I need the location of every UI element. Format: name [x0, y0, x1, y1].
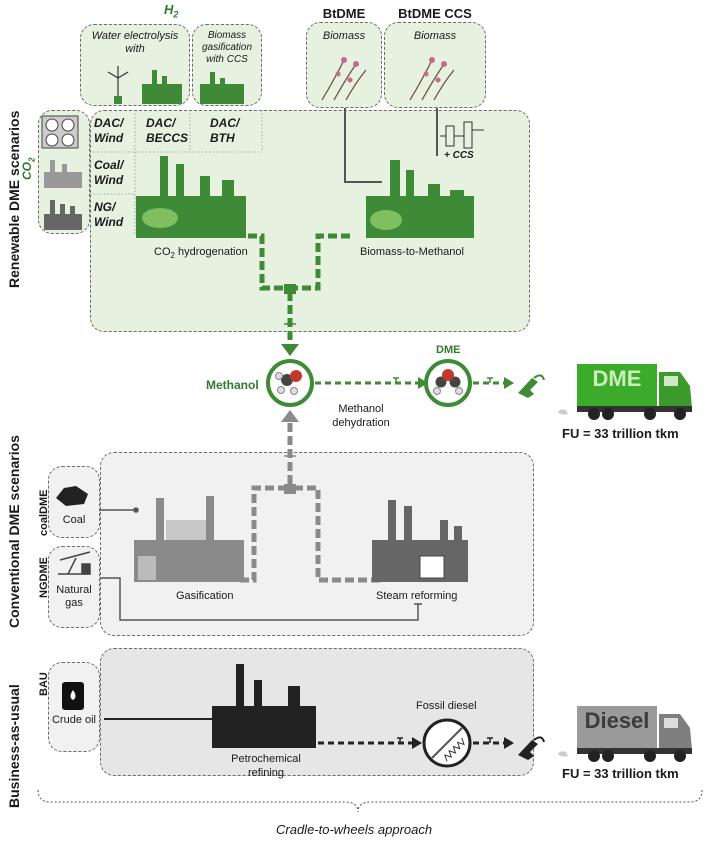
btdme-title: BtDME	[322, 6, 366, 21]
ccs-schematic-icon	[440, 121, 484, 149]
valve-icon	[393, 377, 493, 383]
natural-gas-source-box	[48, 546, 100, 628]
btdme-ccs-title: BtDME CCS	[398, 6, 472, 21]
dme-truck-icon	[558, 364, 692, 420]
scenario-ng-wind: NG/ Wind	[94, 200, 124, 229]
biogas-plant-icon	[142, 70, 244, 104]
dme-circle	[424, 359, 472, 407]
turbine-base-icon	[114, 96, 122, 104]
fuel-nozzle-icon-green	[518, 374, 545, 398]
oil-pump-jack-icon	[58, 551, 91, 575]
co2-label: CO2	[20, 157, 37, 180]
arrow-down-icon	[281, 344, 299, 356]
fu-top: FU = 33 trillion tkm	[562, 426, 679, 441]
biomass-icon	[321, 59, 455, 101]
fuel-nozzle-icon-black	[518, 736, 545, 760]
h2-title: H2	[164, 2, 179, 20]
methanol-label: Methanol	[206, 378, 259, 392]
crude-oil-label: Crude oil	[51, 714, 97, 726]
dme-molecule-icon	[433, 369, 463, 395]
co2-hydrogenation-plant-icon	[136, 156, 246, 238]
btdme-biomass-label: Biomass	[322, 30, 366, 42]
petrochemical-refining-plant-icon	[212, 664, 316, 748]
ng-plant-icon	[44, 200, 82, 230]
fossil-diesel-label: Fossil diesel	[416, 700, 477, 712]
conventional-section-label: Conventional DME scenarios	[6, 435, 22, 628]
gasification-plant-icon	[134, 496, 244, 582]
steam-reforming-plant-icon	[372, 500, 468, 582]
petrochemical-refining-label: Petrochemical refining	[231, 753, 301, 779]
biomass-to-methanol-label: Biomass-to-Methanol	[360, 246, 464, 258]
cradle-to-wheels-label: Cradle-to-wheels approach	[276, 822, 433, 837]
fu-bottom: FU = 33 trillion tkm	[562, 766, 679, 781]
bau-section-label: Business-as-usual	[6, 684, 22, 808]
btdme-ccs-box	[384, 22, 486, 108]
methanol-dehydration-label: Methanol dehydration	[332, 403, 390, 429]
renewable-section-label: Renewable DME scenarios	[6, 110, 22, 288]
scenario-dac-beccs: DAC/ BECCS	[146, 116, 189, 145]
co2-hydrogenation-label: CO2 hydrogenation	[154, 246, 248, 261]
biomass-flower-icon	[335, 57, 447, 83]
coal-icon	[56, 486, 88, 506]
diesel-truck-icon	[558, 706, 692, 762]
ccs-note: + CCS	[444, 150, 474, 161]
dac-fans-icon	[41, 115, 79, 149]
dme-truck-text: DME	[592, 366, 642, 391]
scenario-dac-wind: DAC/ Wind	[94, 116, 124, 145]
gasification-label: Gasification	[176, 590, 234, 602]
valve-icon	[284, 450, 296, 457]
arrow-up-icon	[281, 410, 299, 422]
scenario-coal-wind: Coal/ Wind	[94, 158, 124, 187]
steam-reforming-label: Steam reforming	[376, 590, 458, 602]
cradle-to-wheels-brace	[37, 789, 703, 813]
water-electrolysis-label: Water electrolysis with	[91, 30, 179, 55]
junction-node	[284, 284, 296, 294]
dme-label: DME	[436, 344, 461, 356]
methanol-molecule-icon	[275, 370, 302, 395]
coal-dme-label: coalDME	[38, 489, 50, 536]
biomass-to-methanol-plant-icon	[366, 160, 474, 238]
oil-barrel-icon	[62, 682, 84, 710]
h2-biomass-gasification-box	[192, 24, 262, 106]
natural-gas-label: Natural gas	[56, 584, 92, 609]
coal-plant-icon	[44, 160, 82, 188]
coal-source-box	[48, 466, 100, 538]
scenario-dac-bth: DAC/ BTH	[210, 116, 240, 145]
bau-label: BAU	[38, 672, 50, 696]
coal-label: Coal	[62, 514, 86, 526]
btdme-box	[306, 22, 382, 108]
valve-icon	[284, 318, 296, 325]
btdme-ccs-biomass-label: Biomass	[413, 30, 457, 42]
valve-icon	[397, 737, 493, 743]
biomass-gasification-label: Biomass gasification with CCS	[201, 30, 253, 65]
diesel-truck-text: Diesel	[584, 708, 650, 733]
